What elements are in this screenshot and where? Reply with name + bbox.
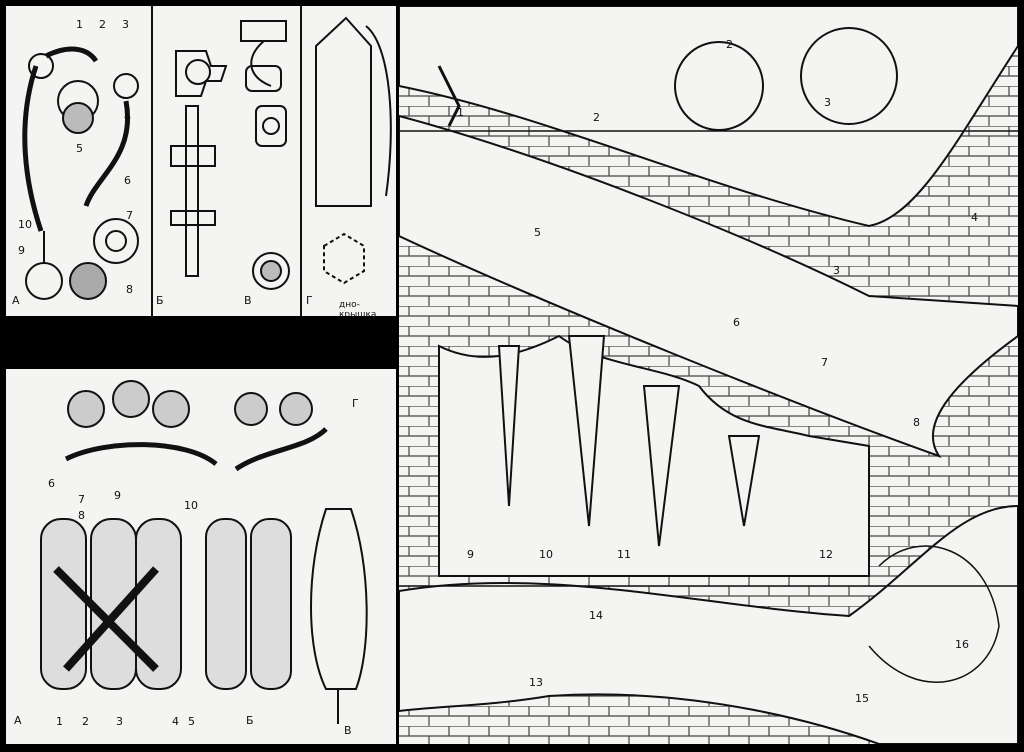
scene-number: 10 (539, 548, 553, 561)
section-letter-a: А (12, 294, 20, 307)
part-number: 4 (172, 715, 179, 728)
scene-number: 14 (589, 609, 603, 622)
scene-number: 2 (593, 111, 600, 124)
scene-number: 4 (971, 211, 978, 224)
part-number: 5 (76, 142, 83, 155)
section-letter-b: Б (246, 714, 254, 727)
section-letter-a: А (14, 714, 22, 727)
part-number: 5 (188, 715, 195, 728)
scene-number: 13 (529, 676, 543, 689)
part-number: 3 (116, 715, 123, 728)
scene-number: 9 (467, 548, 474, 561)
scene-number: 7 (821, 356, 828, 369)
part-number: 9 (18, 244, 25, 257)
part-number: 2 (82, 715, 89, 728)
lid-caption: дно-крышка (339, 300, 377, 316)
scene-number: 8 (913, 416, 920, 429)
part-number: 6 (48, 477, 55, 490)
scuba-tank-configurations-panel: А Б В Г 1 2 3 4 5 6 7 8 9 10 (6, 369, 396, 744)
breathing-apparatus-parts-panel: А Б В Г дно-крышка 1 2 3 4 5 6 7 8 9 10 (6, 6, 396, 316)
section-letter-g: Г (352, 397, 359, 410)
scene-number: 1 (457, 106, 464, 119)
part-number: 8 (78, 509, 85, 522)
section-letter-v: В (244, 294, 252, 307)
tank-drawing (40, 380, 368, 724)
part-number: 4 (124, 110, 131, 123)
part-number: 1 (56, 715, 63, 728)
part-number: 8 (126, 283, 133, 296)
part-number: 7 (126, 209, 133, 222)
part-number: 10 (184, 499, 198, 512)
detail-number: 2 (726, 38, 733, 51)
part-number: 10 (18, 218, 32, 231)
cave-scenes-drawing (399, 6, 1018, 744)
part-number: 9 (114, 489, 121, 502)
scene-number: 16 (955, 638, 969, 651)
part-number: 2 (99, 18, 106, 31)
scene-number: 11 (617, 548, 631, 561)
part-number: 6 (124, 174, 131, 187)
section-letter-g: Г (306, 294, 313, 307)
scene-number: 3 (833, 264, 840, 277)
scene-number: 6 (733, 316, 740, 329)
parts-drawing (22, 6, 392, 316)
scene-number: 5 (534, 226, 541, 239)
section-letter-b: Б (156, 294, 164, 307)
detail-number: 3 (824, 96, 831, 109)
cave-diving-scenes-panel: 1 2 3 4 5 6 7 8 9 10 11 12 13 14 15 16 2… (399, 6, 1018, 744)
part-number: 3 (122, 18, 129, 31)
scene-number: 15 (855, 692, 869, 705)
scene-number: 12 (819, 548, 833, 561)
part-number: 1 (76, 18, 83, 31)
section-letter-v: В (344, 724, 352, 737)
part-number: 7 (78, 493, 85, 506)
